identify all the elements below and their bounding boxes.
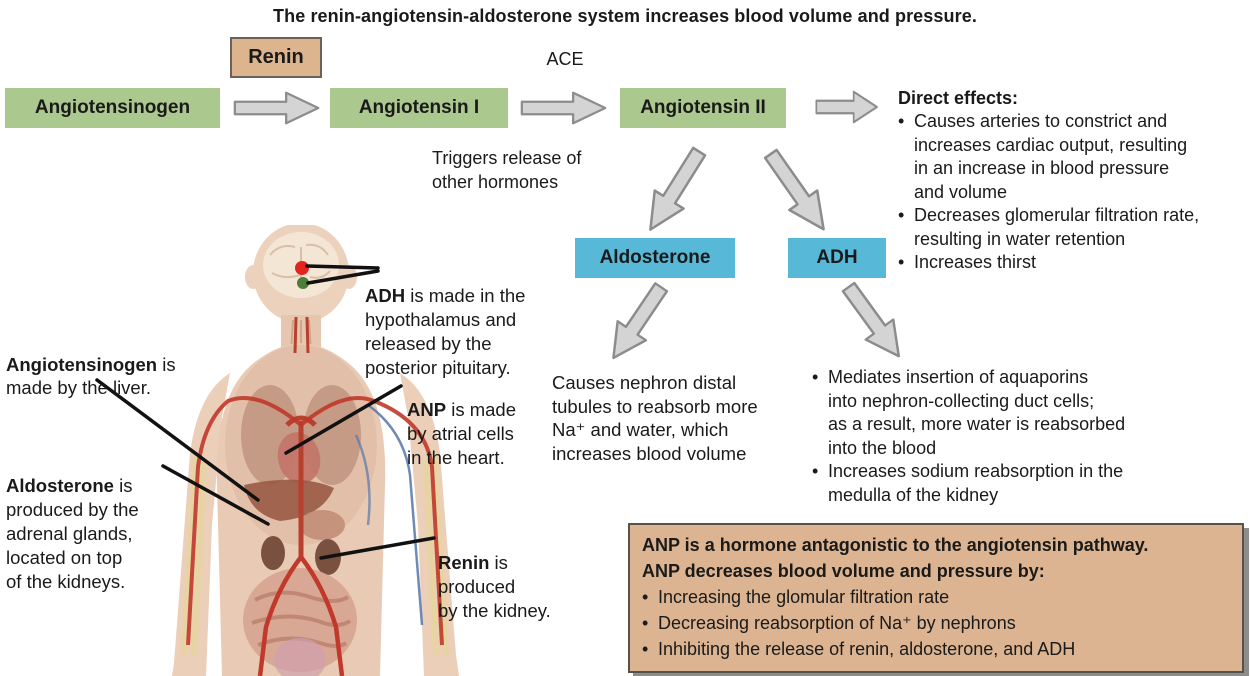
- adh-source-label: ADH is made in the hypothalamus and rele…: [365, 285, 526, 378]
- direct-effect-item: Increases thirst: [898, 251, 1250, 275]
- adh-effects-block: Mediates insertion of aquaporins into ne…: [812, 366, 1242, 507]
- bladder: [274, 638, 326, 676]
- left-kidney: [261, 536, 285, 570]
- diagonal-arrow-icon: [763, 148, 825, 231]
- anp-box-item: Inhibiting the release of renin, aldoste…: [642, 636, 1230, 662]
- anp-info-box: ANP is a hormone antagonistic to the ang…: [628, 523, 1244, 673]
- angiotensin1-box: Angiotensin I: [330, 88, 508, 128]
- arrow-a2-to-effects: [815, 89, 879, 125]
- brain-folds: [269, 243, 331, 287]
- anp-source-label: ANP is made by atrial cells in the heart…: [407, 399, 516, 468]
- iliac-arteries: [257, 555, 345, 676]
- hypothalamus-dot: [295, 261, 309, 275]
- direct-effects-block: Direct effects: Causes arteries to const…: [898, 86, 1250, 275]
- right-arrow-icon: [233, 91, 320, 125]
- direct-effect-item: Decreases glomerular filtration rate, re…: [898, 204, 1250, 251]
- arrow-a2-to-adh: [753, 141, 841, 243]
- direct-effects-heading: Direct effects:: [898, 88, 1019, 108]
- carotid-arteries: [293, 316, 310, 354]
- arrow-angiotensinogen-to-a1: [233, 90, 321, 126]
- angiotensinogen-source-label: Angiotensinogen is made by the liver.: [6, 354, 176, 398]
- diagram-title: The renin-angiotensin-aldosterone system…: [273, 6, 977, 26]
- stomach: [299, 510, 345, 540]
- diagonal-arrow-icon: [841, 281, 901, 358]
- anp-box-item: Increasing the glomular filtration rate: [642, 584, 1230, 610]
- renin-box: Renin: [230, 37, 322, 78]
- arrow-a1-to-a2: [520, 90, 608, 126]
- renin-source-label: Renin is produced by the kidney.: [438, 552, 551, 621]
- aldosterone-source-label: Aldosterone is produced by the adrenal g…: [6, 475, 139, 592]
- aldosterone-box: Aldosterone: [575, 238, 735, 278]
- angiotensin2-box: Angiotensin II: [620, 88, 786, 128]
- diagonal-arrow-icon: [612, 282, 669, 360]
- anp-box-item: Decreasing reabsorption of Na⁺ by nephro…: [642, 610, 1230, 636]
- arrow-a2-to-aldosterone: [632, 139, 717, 242]
- right-arrow-icon: [520, 91, 607, 125]
- right-arrow-icon: [815, 90, 878, 124]
- anp-box-heading: ANP is a hormone antagonistic to the ang…: [642, 535, 1149, 581]
- arrow-aldosterone-to-effect: [595, 275, 678, 372]
- direct-effect-item: Causes arteries to constrict and increas…: [898, 110, 1250, 204]
- adh-effect-item: Increases sodium reabsorption in the med…: [812, 460, 1242, 507]
- diagonal-arrow-icon: [649, 146, 707, 231]
- right-kidney: [315, 539, 341, 575]
- adh-effect-item: Mediates insertion of aquaporins into ne…: [812, 366, 1242, 460]
- arrow-adh-to-effect: [831, 274, 916, 370]
- angiotensinogen-box: Angiotensinogen: [5, 88, 220, 128]
- triggers-release-note: Triggers release of other hormones: [432, 148, 582, 192]
- aldosterone-effect-text: Causes nephron distal tubules to reabsor…: [552, 372, 758, 464]
- ace-label: ACE: [546, 49, 584, 69]
- adh-box: ADH: [788, 238, 886, 278]
- pituitary-dot: [297, 277, 309, 289]
